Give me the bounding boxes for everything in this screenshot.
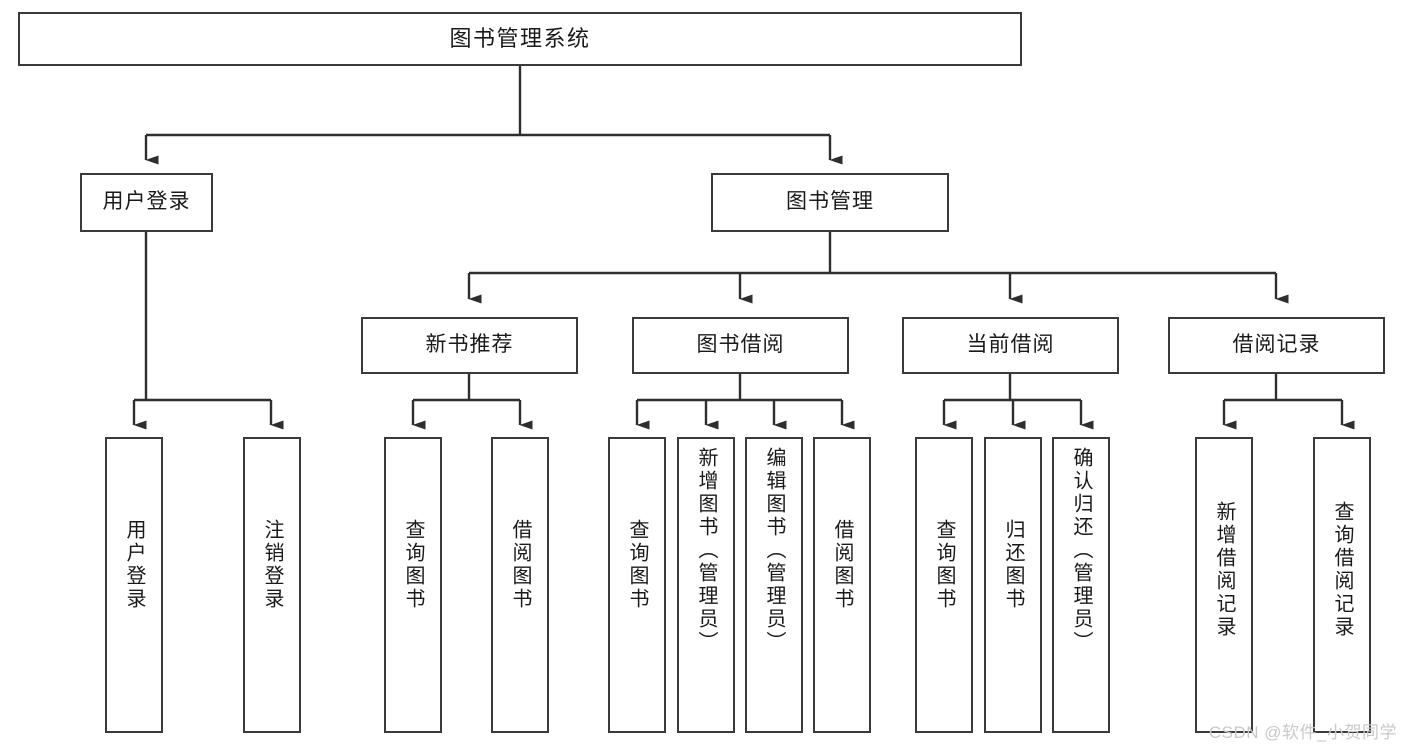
leaf-logout-login[interactable]: 注销登录 bbox=[243, 437, 301, 733]
leaf-edit-book-admin[interactable]: 编辑图书（管理员） bbox=[745, 437, 803, 733]
leaf-user-login[interactable]: 用户登录 bbox=[105, 437, 163, 733]
node-new-book-recommend[interactable]: 新书推荐 bbox=[361, 317, 578, 374]
node-user-login[interactable]: 用户登录 bbox=[80, 173, 213, 232]
node-root-book-management-system[interactable]: 图书管理系统 bbox=[18, 12, 1022, 66]
node-label: 借阅图书 bbox=[509, 519, 531, 611]
node-label: 当前借阅 bbox=[966, 333, 1055, 357]
leaf-query-book-current[interactable]: 查询图书 bbox=[915, 437, 973, 733]
node-label: 查询图书 bbox=[402, 519, 424, 611]
leaf-add-borrow-record[interactable]: 新增借阅记录 bbox=[1195, 437, 1253, 733]
node-label: 确认归还（管理员） bbox=[1070, 447, 1092, 654]
node-label: 图书管理 bbox=[786, 190, 874, 214]
leaf-borrow-book[interactable]: 借阅图书 bbox=[813, 437, 871, 733]
node-borrow-record[interactable]: 借阅记录 bbox=[1168, 317, 1385, 374]
node-label: 新增图书（管理员） bbox=[695, 447, 717, 654]
leaf-query-book-borrow[interactable]: 查询图书 bbox=[608, 437, 666, 733]
leaf-query-book-recommend[interactable]: 查询图书 bbox=[384, 437, 442, 733]
node-label: 新书推荐 bbox=[425, 333, 514, 357]
node-label: 归还图书 bbox=[1002, 519, 1024, 611]
node-label: 查询图书 bbox=[626, 519, 648, 611]
node-book-borrow[interactable]: 图书借阅 bbox=[632, 317, 849, 374]
leaf-add-book-admin[interactable]: 新增图书（管理员） bbox=[677, 437, 735, 733]
leaf-borrow-book-recommend[interactable]: 借阅图书 bbox=[491, 437, 549, 733]
node-label: 图书借阅 bbox=[696, 333, 785, 357]
node-label: 借阅记录 bbox=[1232, 333, 1321, 357]
node-label: 查询图书 bbox=[933, 519, 955, 611]
csdn-watermark: CSDN @软件_小贺同学 bbox=[1208, 723, 1397, 742]
node-label: 新增借阅记录 bbox=[1213, 501, 1235, 639]
node-label: 注销登录 bbox=[261, 519, 283, 611]
node-label: 查询借阅记录 bbox=[1331, 501, 1353, 639]
node-label: 编辑图书（管理员） bbox=[763, 447, 785, 654]
node-label: 借阅图书 bbox=[831, 519, 853, 611]
leaf-query-borrow-record[interactable]: 查询借阅记录 bbox=[1313, 437, 1371, 733]
leaf-confirm-return-admin[interactable]: 确认归还（管理员） bbox=[1052, 437, 1110, 733]
node-book-manage[interactable]: 图书管理 bbox=[711, 173, 949, 232]
leaf-return-book[interactable]: 归还图书 bbox=[984, 437, 1042, 733]
node-current-borrow[interactable]: 当前借阅 bbox=[902, 317, 1119, 374]
node-label: 用户登录 bbox=[102, 190, 191, 214]
node-label: 用户登录 bbox=[123, 519, 145, 611]
node-label: 图书管理系统 bbox=[449, 26, 591, 52]
